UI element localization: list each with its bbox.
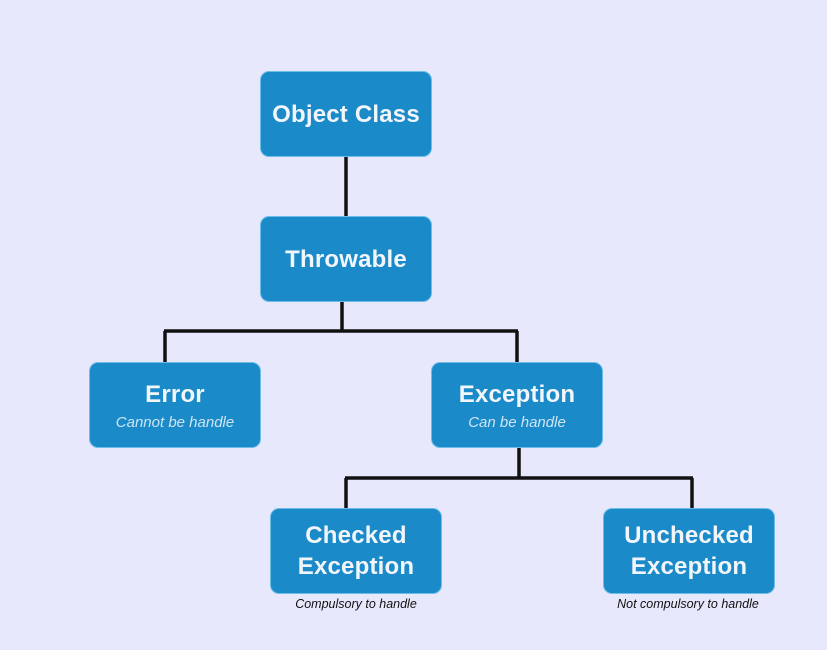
- unchecked-exception-node: Unchecked Exception: [603, 508, 775, 594]
- error-node: Error Cannot be handle: [89, 362, 261, 448]
- exception-title: Exception: [458, 380, 576, 408]
- object-class-node: Object Class: [260, 71, 432, 157]
- object-class-title: Object Class: [272, 100, 420, 128]
- unchecked-exception-title: Unchecked Exception: [624, 522, 754, 580]
- exception-node: Exception Can be handle: [431, 362, 603, 448]
- unchecked-exception-note: Not compulsory to handle: [617, 597, 759, 611]
- checked-exception-node: Checked Exception: [270, 508, 442, 594]
- exception-subtitle: Can be handle: [468, 413, 566, 431]
- error-title: Error: [145, 380, 205, 408]
- throwable-node: Throwable: [260, 216, 432, 302]
- checked-exception-note: Compulsory to handle: [295, 597, 417, 611]
- throwable-title: Throwable: [285, 245, 407, 273]
- error-subtitle: Cannot be handle: [115, 413, 235, 431]
- checked-exception-title: Checked Exception: [297, 522, 415, 580]
